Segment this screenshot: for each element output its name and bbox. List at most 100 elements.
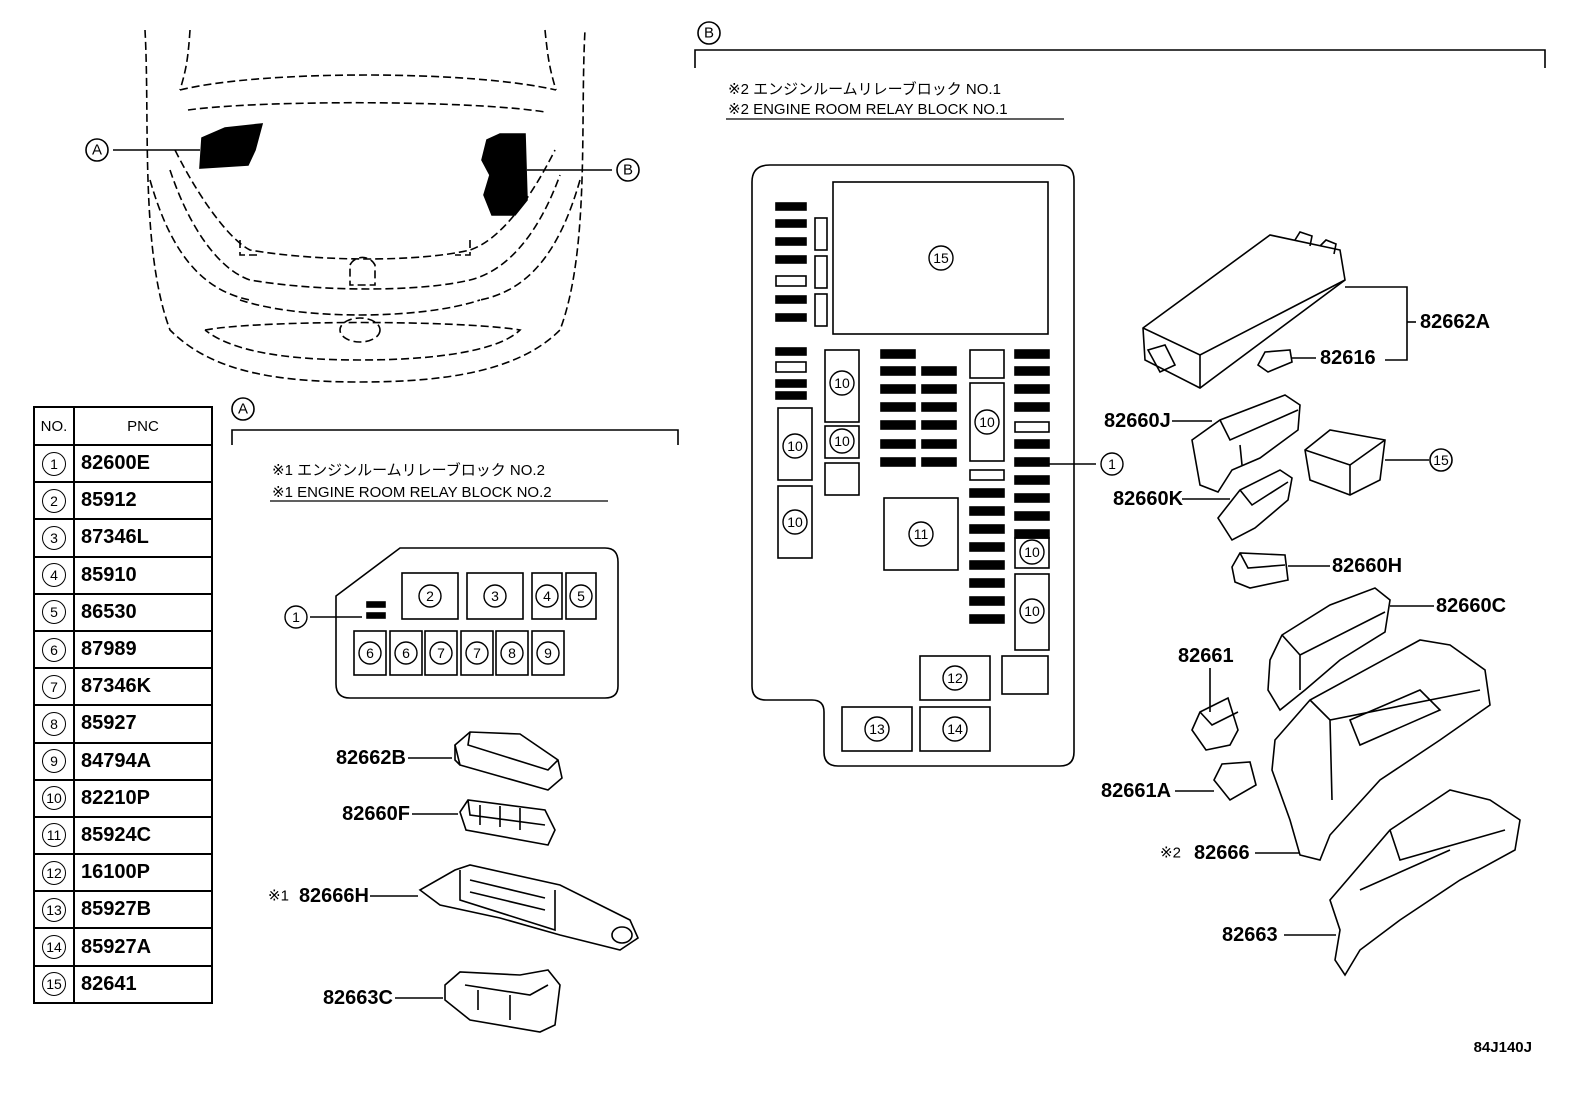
block-a-label-5: 5	[577, 588, 585, 604]
part-label-82660f: 82660F	[342, 803, 410, 825]
block-a-label-4: 4	[543, 588, 551, 604]
block-b-label-1: 1	[1108, 456, 1116, 472]
row-number: 11	[42, 823, 66, 848]
section-a-note-jp: ※1 エンジンルームリレーブロック NO.2	[272, 461, 545, 479]
table-cell-no: 11	[33, 815, 75, 856]
block-b-label-10g: 10	[1024, 603, 1040, 619]
section-b-note-en: ※2 ENGINE ROOM RELAY BLOCK NO.1	[728, 101, 1008, 118]
block-b-label-12: 12	[947, 670, 963, 686]
part-82663-shape	[1329, 789, 1521, 977]
section-a-note-en: ※1 ENGINE ROOM RELAY BLOCK NO.2	[272, 484, 552, 501]
callout-a-circle-top	[85, 138, 109, 162]
relay-block-a-location	[199, 123, 264, 169]
table-cell-pnc: 16100P	[73, 853, 213, 893]
row-number: 1	[42, 451, 66, 476]
part-82662b-shape	[454, 731, 563, 791]
block-b-label-13: 13	[869, 721, 885, 737]
part-82661-shape	[1191, 696, 1239, 751]
part-label-82660c: 82660C	[1436, 595, 1506, 617]
part-82660j-shape	[1191, 394, 1301, 493]
part-label-82661: 82661	[1178, 645, 1234, 667]
relay-block-no2-outline	[335, 547, 619, 699]
callout-a-circle	[231, 397, 255, 421]
table-cell-pnc: 85927	[73, 704, 213, 744]
part-82666h-shape	[418, 864, 640, 951]
callout-a-top: A	[92, 142, 102, 159]
part-label-82616: 82616	[1320, 347, 1376, 369]
callout-b-circle	[697, 21, 721, 45]
table-cell-no: 3	[33, 518, 75, 558]
table-cell-no: 2	[33, 481, 75, 521]
part-label-82661a: 82661A	[1101, 780, 1171, 802]
part-mark-82666h: ※1	[268, 888, 289, 905]
table-cell-pnc: 85927A	[73, 927, 213, 967]
block-b-label-10f: 10	[1024, 544, 1040, 560]
row-number: 14	[42, 935, 66, 960]
callout-a-section: A	[238, 401, 248, 418]
part-label-82662a: 82662A	[1420, 311, 1490, 333]
row-number: 2	[42, 488, 66, 513]
table-cell-no: 4	[33, 555, 75, 595]
row-number: 10	[42, 786, 66, 811]
table-row: 3 87346L	[33, 518, 213, 558]
part-82660f-shape	[459, 799, 556, 846]
part-82666-shape	[1271, 639, 1491, 861]
callout-b-circle-top	[616, 158, 640, 182]
block-b-numbers: 15 10 10 10 10 10 11 10 10 12 13 14 1 15	[782, 245, 1449, 742]
table-cell-no: 5	[33, 592, 75, 632]
part-label-82663c: 82663C	[323, 987, 393, 1009]
table-cell-no: 10	[33, 778, 75, 818]
block-a-label-2: 2	[426, 588, 434, 604]
callout-15-circle	[1429, 448, 1453, 472]
block-b-label-10c: 10	[787, 438, 803, 454]
table-cell-pnc: 82600E	[73, 443, 213, 484]
relay-block-b-location	[481, 133, 528, 216]
row-number: 13	[42, 897, 66, 922]
block-a-label-3: 3	[491, 588, 499, 604]
row-number: 3	[42, 525, 66, 550]
block-a-label-6b: 6	[402, 645, 410, 661]
block-a-label-9: 9	[544, 645, 552, 661]
table-cell-pnc: 85927B	[73, 890, 213, 930]
callout-b-section: B	[704, 25, 714, 42]
part-label-15: 15	[1433, 452, 1449, 468]
row-number: 12	[42, 860, 66, 885]
block-a-label-1: 1	[292, 609, 300, 625]
table-cell-pnc: 82641	[73, 964, 213, 1004]
table-cell-no: 12	[33, 853, 75, 893]
table-cell-pnc: 82210P	[73, 778, 213, 818]
table-cell-pnc: 86530	[73, 592, 213, 632]
part-label-82660h: 82660H	[1332, 555, 1402, 577]
vehicle-outline	[144, 29, 586, 383]
part-mark-82666: ※2	[1160, 845, 1181, 862]
table-row: 10 82210P	[33, 778, 213, 818]
part-82660c-shape	[1267, 587, 1391, 712]
table-cell-no: 6	[33, 629, 75, 670]
table-row: 14 85927A	[33, 927, 213, 967]
table-cell-no: 7	[33, 667, 75, 707]
table-cell-pnc: 87346L	[73, 518, 213, 558]
block-a-label-6a: 6	[366, 645, 374, 661]
row-number: 5	[42, 600, 66, 625]
part-label-82666: 82666	[1194, 842, 1250, 864]
part-82616-shape	[1256, 349, 1293, 373]
block-b-label-11: 11	[914, 526, 929, 542]
block-b-label-10d: 10	[787, 514, 803, 530]
block-a-label-8: 8	[508, 645, 516, 661]
table-header-no: NO.	[33, 406, 75, 446]
table-row: 13 85927B	[33, 890, 213, 930]
block-b-label-10e: 10	[979, 414, 995, 430]
table-header-pnc: PNC	[73, 406, 213, 446]
row-number: 7	[42, 674, 66, 699]
section-b-note-jp: ※2 エンジンルームリレーブロック NO.1	[728, 80, 1001, 98]
table-cell-no: 8	[33, 704, 75, 744]
table-cell-pnc: 85910	[73, 555, 213, 595]
